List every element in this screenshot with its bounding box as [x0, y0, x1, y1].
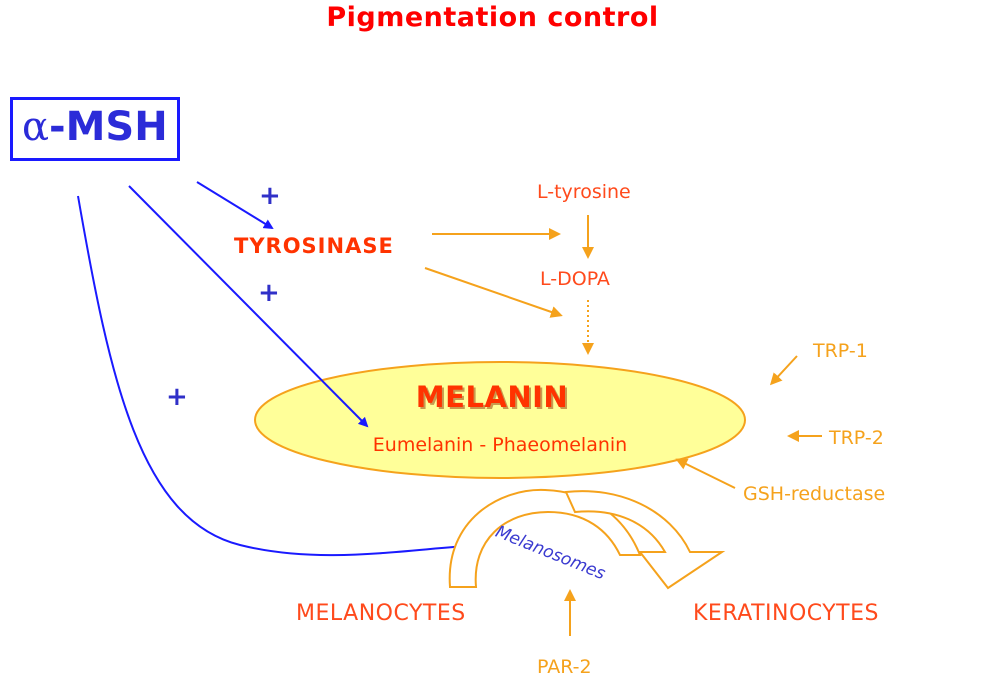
melanin-label: MELANIN: [415, 380, 569, 414]
tyrosinase-label: TYROSINASE: [234, 234, 394, 258]
msh-text: -MSH: [49, 104, 168, 150]
melanocyte-transfer-arrow: [448, 488, 642, 588]
plus-sign-melanosomes: +: [166, 382, 188, 412]
l-tyrosine-label: L-tyrosine: [537, 181, 631, 203]
msh-to-melanin-arrow: [128, 185, 369, 428]
diagram-title: Pigmentation control: [326, 2, 659, 33]
melanin-text-group: MELANIN Eumelanin - Phaeomelanin: [255, 378, 745, 468]
melanocytes-label: MELANOCYTES: [296, 601, 466, 626]
l-dopa-label: L-DOPA: [540, 268, 610, 290]
trp1-label: TRP-1: [813, 340, 868, 362]
keratinocyte-transfer-arrow: [564, 490, 726, 590]
msh-to-tyrosinase-arrow: [196, 181, 274, 230]
melanin-types-label: Eumelanin - Phaeomelanin: [372, 434, 628, 456]
keratinocytes-label: KERATINOCYTES: [693, 601, 879, 626]
gsh-reductase-label: GSH-reductase: [743, 483, 886, 505]
alpha-msh-label: α-MSH: [22, 104, 168, 150]
alpha-msh-box: [10, 97, 180, 161]
tyrosinase-to-dopa-step-arrow: [424, 267, 563, 318]
plus-sign-melanin: +: [258, 278, 280, 308]
trp1-arrow: [769, 355, 798, 386]
gsh-reductase-arrow: [675, 458, 736, 489]
plus-sign-tyrosinase: +: [259, 181, 281, 211]
par2-label: PAR-2: [537, 656, 592, 678]
trp2-label: TRP-2: [829, 427, 884, 449]
msh-to-melanosomes-arrow: [77, 195, 482, 557]
alpha-symbol: α: [22, 104, 50, 150]
melanin-ellipse: [254, 361, 746, 479]
